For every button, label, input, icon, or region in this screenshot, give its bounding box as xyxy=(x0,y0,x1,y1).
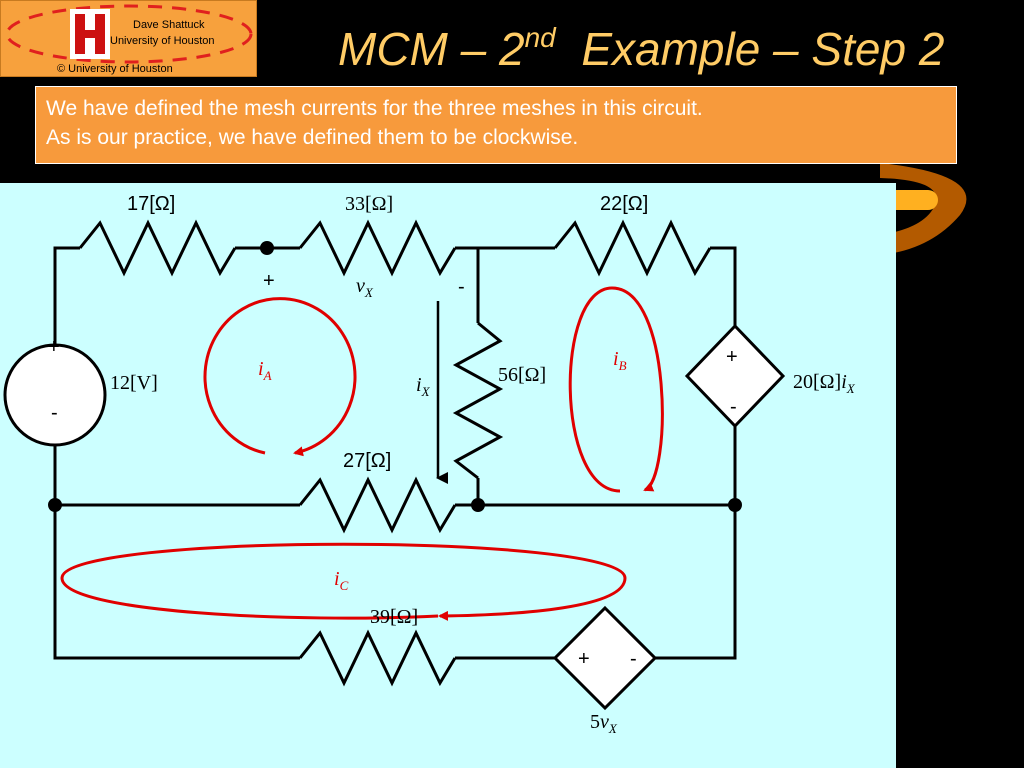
slide-title: MCM – 2nd Example – Step 2 xyxy=(338,22,944,76)
label-r17: 17[Ω] xyxy=(127,193,175,215)
node-mid-left xyxy=(48,498,62,512)
description-box: We have defined the mesh currents for th… xyxy=(35,86,957,164)
dep-top-plus: + xyxy=(726,346,738,368)
resistor-33 xyxy=(298,219,457,277)
mesh-c-arc xyxy=(60,542,627,621)
label-vx: vX xyxy=(356,275,374,300)
source-minus: - xyxy=(51,402,58,424)
dep-bottom-minus: - xyxy=(630,648,637,670)
title-prefix: MCM – 2 xyxy=(338,23,525,75)
label-mesh-c: iC xyxy=(334,568,349,593)
description-line-2: As is our practice, we have defined them… xyxy=(46,126,579,149)
logo-university: University of Houston xyxy=(110,35,215,47)
label-mesh-a: iA xyxy=(258,358,272,383)
wire-left-lower xyxy=(53,423,300,660)
node-top-mid xyxy=(260,241,274,255)
mesh-a-arc xyxy=(203,297,357,457)
circuit-panel: 17[Ω] 33[Ω] 22[Ω] 56[Ω] 27[Ω] 39[Ω] 12[V… xyxy=(0,183,896,768)
node-mid-right xyxy=(728,498,742,512)
resistor-27 xyxy=(298,476,457,534)
source-plus: + xyxy=(48,336,60,358)
circuit-diagram: 17[Ω] 33[Ω] 22[Ω] 56[Ω] 27[Ω] 39[Ω] 12[V… xyxy=(3,193,856,736)
node-mid-center xyxy=(471,498,485,512)
label-12v: 12[V] xyxy=(110,372,158,394)
dep-top-minus: - xyxy=(730,396,737,418)
vx-plus: + xyxy=(263,270,275,292)
logo-copyright: © University of Houston xyxy=(57,63,173,75)
title-suffix: Example – Step 2 xyxy=(581,23,945,75)
title-superscript: nd xyxy=(524,22,556,53)
label-r39: 39[Ω] xyxy=(370,606,418,628)
wire-right-lower xyxy=(705,426,737,660)
label-r33: 33[Ω] xyxy=(345,193,393,215)
resistor-56 xyxy=(452,321,504,480)
mesh-b-arc xyxy=(568,286,664,493)
label-dep-5vx: 5vX xyxy=(590,711,618,736)
resistor-39 xyxy=(298,629,457,687)
logo-author: Dave Shattuck xyxy=(133,19,205,31)
label-r56: 56[Ω] xyxy=(498,364,546,386)
voltage-source-12v xyxy=(3,343,107,447)
label-ix: iX xyxy=(416,374,431,399)
label-r22: 22[Ω] xyxy=(600,193,648,215)
vx-minus: - xyxy=(458,276,465,298)
dependent-source-5vx xyxy=(552,605,658,711)
resistor-22 xyxy=(553,219,712,277)
wire-top-far-right xyxy=(710,246,737,326)
resistor-17 xyxy=(78,219,237,277)
dep-bottom-plus: + xyxy=(578,648,590,670)
description-line-1: We have defined the mesh currents for th… xyxy=(46,97,703,120)
university-logo-box: Dave Shattuck University of Houston © Un… xyxy=(0,0,257,77)
label-mesh-b: iB xyxy=(613,348,627,373)
label-dep-20ix: 20[Ω]iX xyxy=(793,371,856,396)
label-r27: 27[Ω] xyxy=(343,450,391,472)
logo-graphic xyxy=(5,4,253,64)
wire-top-left xyxy=(53,246,80,368)
